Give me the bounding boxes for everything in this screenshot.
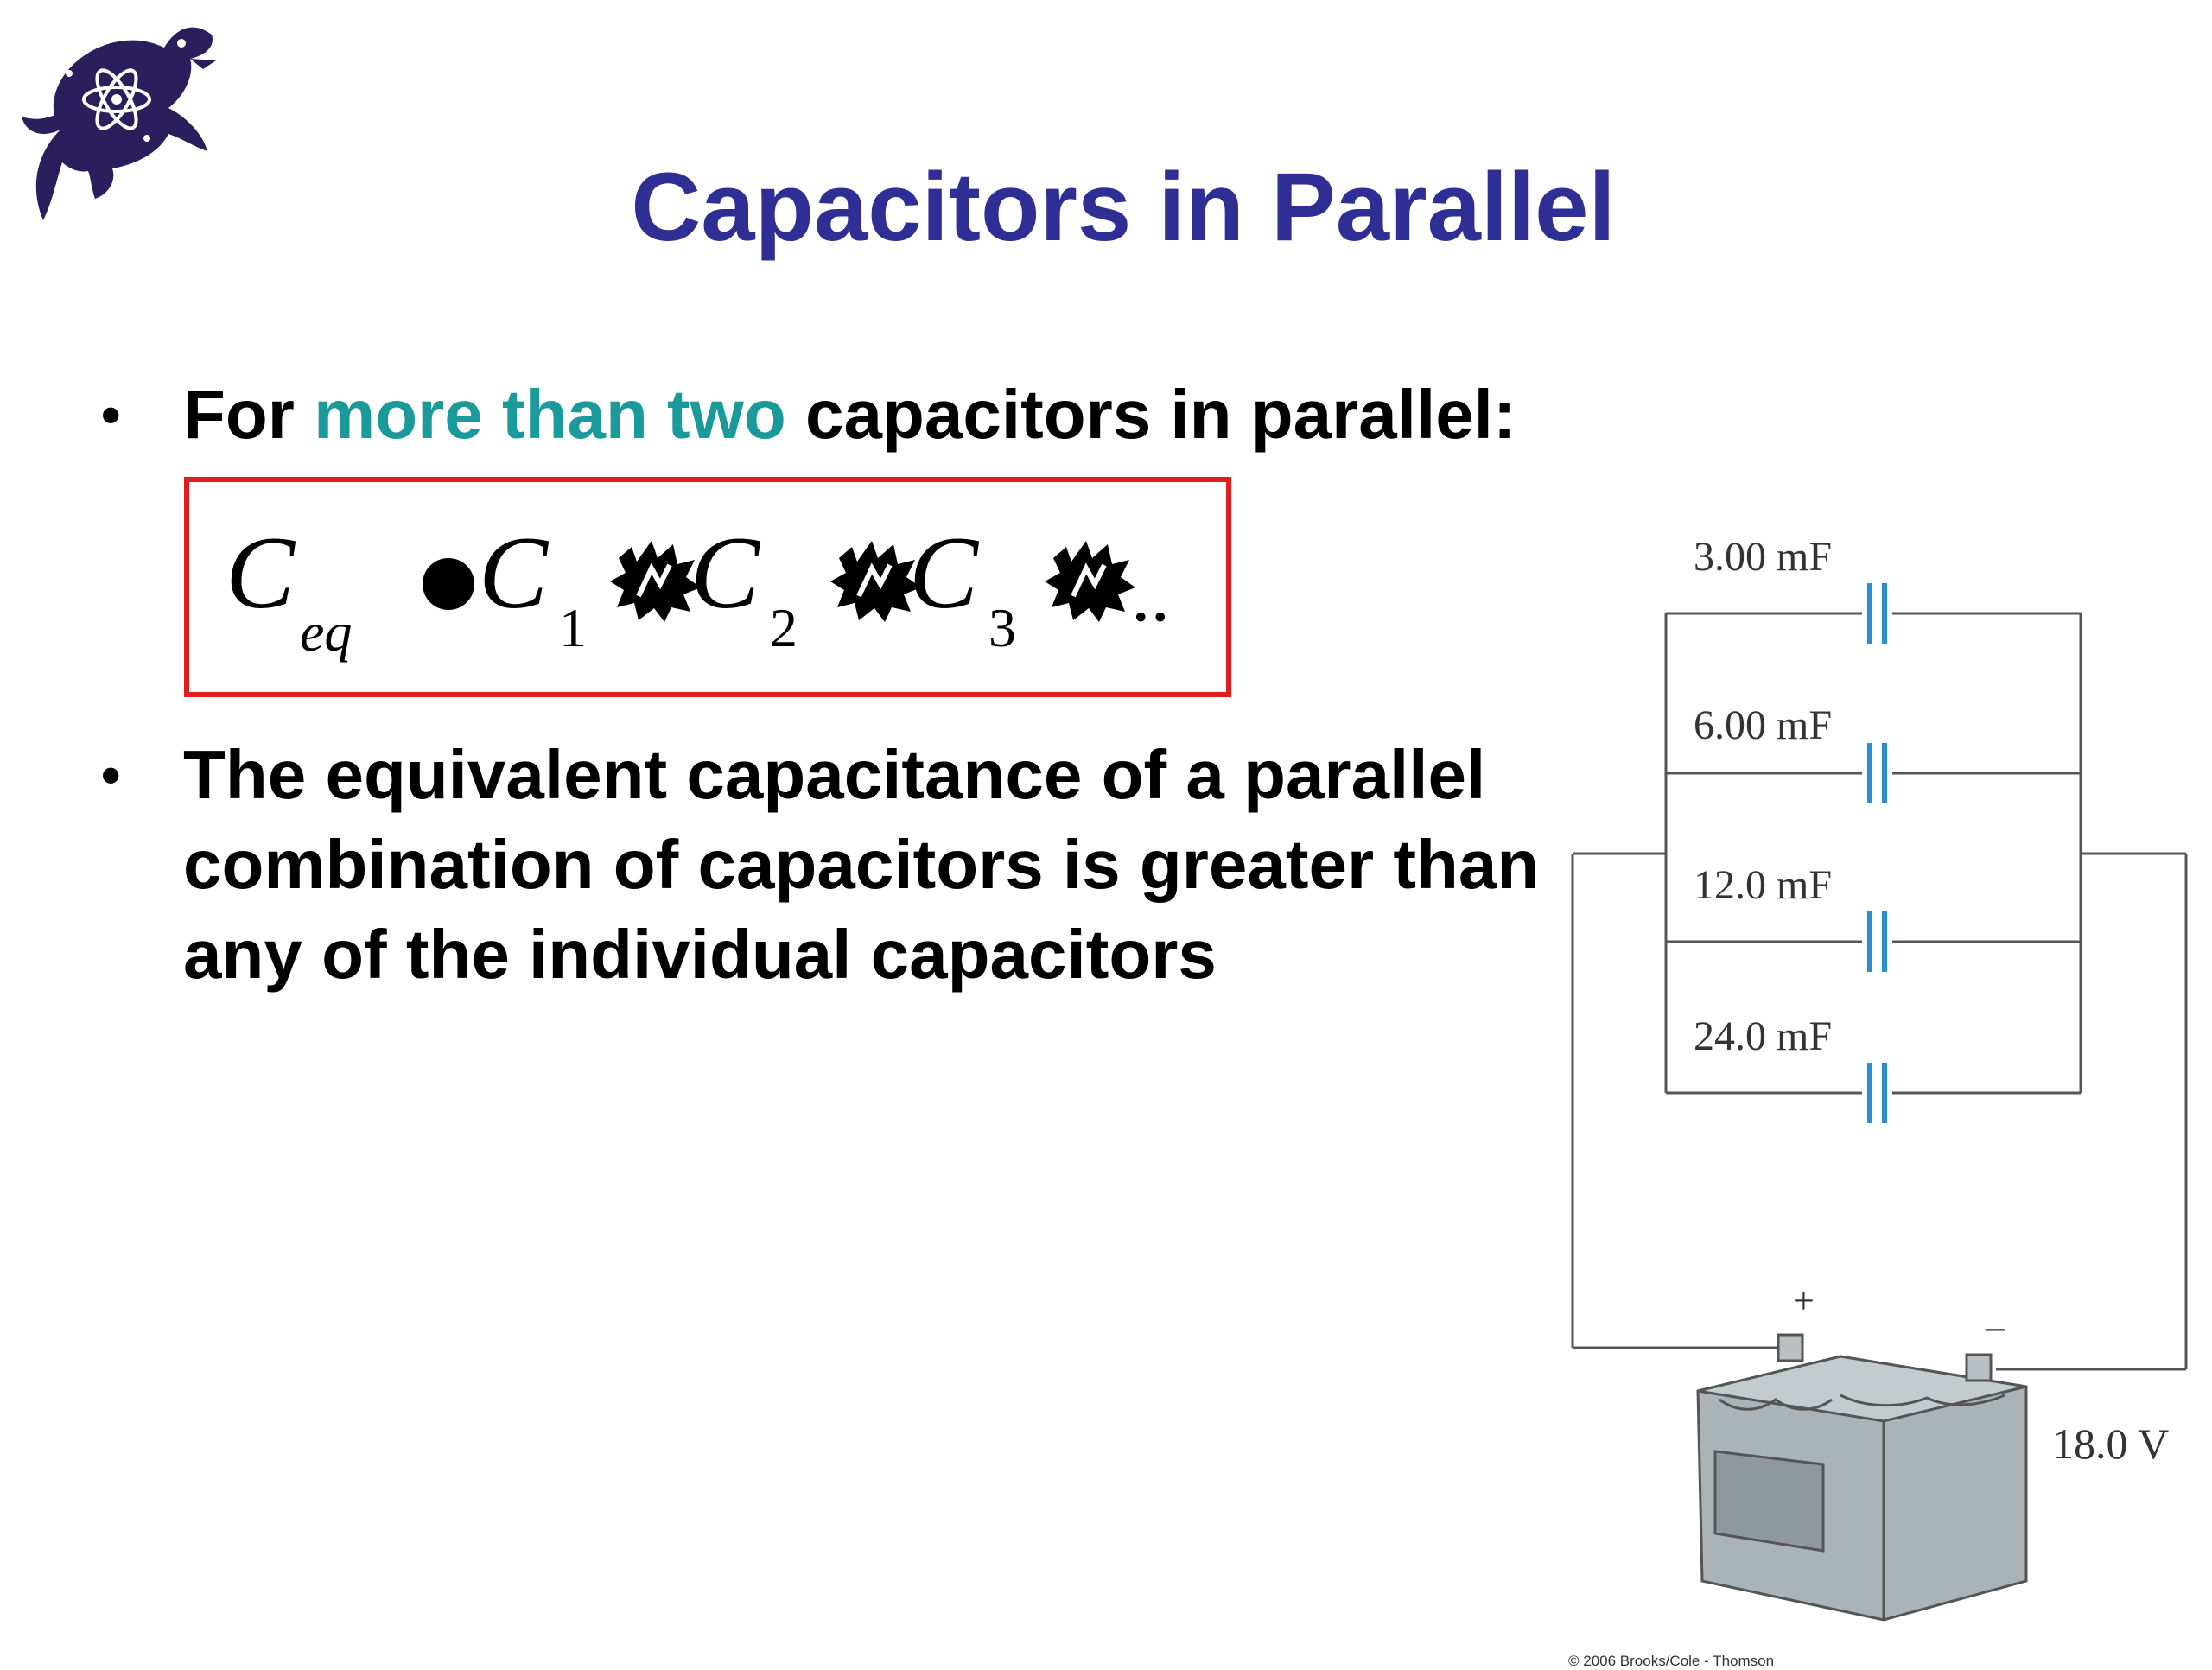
formula-c3: C bbox=[909, 515, 980, 630]
parallel-circuit-diagram: 3.00 mF 6.00 mF 12.0 mF 24.0 mF + – 18.0… bbox=[1571, 536, 2188, 1622]
formula-c1: C bbox=[479, 515, 550, 630]
capacitor-2-label: 6.00 mF bbox=[1694, 702, 1832, 748]
circuit-wires bbox=[1571, 612, 2188, 1371]
capacitor-plates bbox=[1867, 583, 1887, 1123]
formula-plus-glyph-3 bbox=[1045, 541, 1135, 622]
formula-c-eq: C bbox=[226, 515, 296, 630]
bullet-1-highlight: more than two bbox=[314, 376, 786, 453]
formula-box: C eq C 1 C 2 C 3 .. bbox=[184, 477, 1231, 697]
formula-c2-sub: 2 bbox=[770, 597, 798, 658]
formula-equals-glyph bbox=[423, 558, 474, 610]
battery-icon bbox=[1696, 1333, 2028, 1622]
battery-plus-label: + bbox=[1793, 1279, 1815, 1322]
capacitor-4-label: 24.0 mF bbox=[1694, 1013, 1832, 1059]
bullet-1-suffix: capacitors in parallel: bbox=[785, 376, 1516, 453]
formula-plus-glyph-2 bbox=[830, 541, 921, 622]
bullet-2-text: The equivalent capacitance of a parallel… bbox=[183, 736, 1540, 993]
bullet-1-prefix: For bbox=[183, 376, 315, 453]
capacitance-formula: C eq C 1 C 2 C 3 .. bbox=[226, 515, 1170, 663]
formula-ellipsis: .. bbox=[1131, 552, 1170, 638]
capacitor-3-label: 12.0 mF bbox=[1694, 862, 1832, 908]
slide-title: Capacitors in Parallel bbox=[631, 153, 1616, 261]
formula-c3-sub: 3 bbox=[988, 597, 1016, 658]
battery-minus-label: – bbox=[1985, 1305, 2005, 1348]
formula-c2: C bbox=[690, 515, 761, 630]
lizard-logo-icon bbox=[22, 27, 216, 220]
bullet-2: • The equivalent capacitance of a parall… bbox=[101, 730, 1618, 1000]
battery-voltage-label: 18.0 V bbox=[2052, 1419, 2169, 1468]
copyright-notice: © 2006 Brooks/Cole - Thomson bbox=[1568, 1653, 1775, 1669]
capacitor-1-label: 3.00 mF bbox=[1694, 536, 1832, 580]
bullet-marker: • bbox=[101, 384, 121, 446]
formula-c1-sub: 1 bbox=[559, 597, 587, 658]
formula-c-eq-sub: eq bbox=[300, 601, 352, 663]
bullet-marker: • bbox=[101, 744, 121, 806]
formula-plus-glyph-1 bbox=[610, 541, 701, 622]
bullet-1: • For more than two capacitors in parall… bbox=[101, 370, 1516, 460]
